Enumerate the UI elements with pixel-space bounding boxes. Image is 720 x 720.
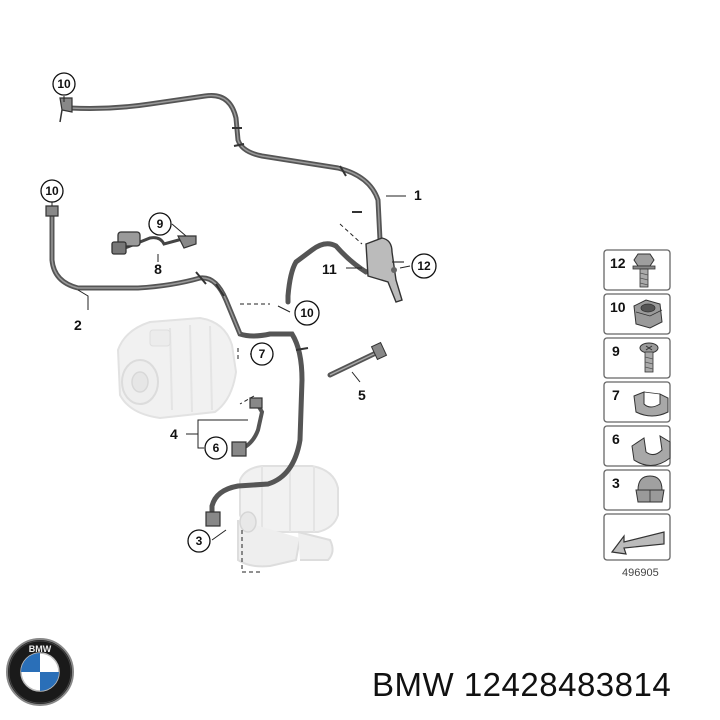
label-11: 11	[322, 261, 337, 277]
legend-item-7: 7	[603, 381, 671, 423]
legend-item-12: 12	[603, 249, 671, 291]
callout-10-mid: 10	[40, 179, 64, 203]
cable-2	[45, 205, 309, 527]
svg-text:3: 3	[612, 475, 620, 491]
cap-nut-icon	[635, 475, 665, 503]
svg-text:7: 7	[612, 387, 620, 403]
callout-10-top: 10	[52, 72, 76, 96]
svg-text:10: 10	[45, 184, 59, 198]
leader-lines	[51, 96, 411, 573]
svg-text:9: 9	[612, 343, 620, 359]
svg-text:BMW: BMW	[29, 644, 52, 654]
hex-nut-icon	[633, 299, 663, 329]
label-8: 8	[154, 261, 162, 277]
alternator-ghost	[116, 316, 238, 420]
bmw-logo: BMW	[6, 638, 74, 706]
brand-name: BMW	[372, 666, 455, 703]
callout-3: 3	[187, 529, 211, 553]
connector-8	[111, 231, 197, 255]
fastener-legend: 12 10 9	[603, 249, 671, 579]
callout-10-low: 10	[294, 300, 320, 326]
label-5: 5	[358, 387, 366, 403]
svg-text:10: 10	[57, 77, 71, 91]
bracket-11	[365, 237, 404, 303]
diagram-reference-number: 496905	[622, 567, 659, 579]
legend-item-9: 9	[603, 337, 671, 379]
footer-part-label: BMW 12428483814	[372, 666, 671, 704]
legend-item-3: 3	[603, 469, 671, 511]
callout-12: 12	[411, 253, 437, 279]
svg-text:10: 10	[610, 299, 626, 315]
svg-text:7: 7	[259, 347, 266, 361]
torx-screw-icon	[639, 342, 659, 373]
flange-bolt-icon	[632, 253, 656, 288]
clip-icon	[631, 435, 671, 466]
svg-text:12: 12	[417, 259, 431, 273]
label-4: 4	[170, 426, 178, 442]
svg-text:12: 12	[610, 255, 626, 271]
callout-7: 7	[250, 342, 274, 366]
pointer-arrow-icon	[610, 531, 665, 555]
svg-text:6: 6	[612, 431, 620, 447]
legend-arrow-box	[603, 513, 671, 561]
bolt-5	[327, 341, 388, 378]
svg-text:9: 9	[157, 217, 164, 231]
callout-9: 9	[148, 212, 172, 236]
callout-6: 6	[204, 436, 228, 460]
legend-item-10: 10	[603, 293, 671, 335]
label-2: 2	[74, 317, 82, 333]
clip-nut-icon	[633, 391, 669, 417]
label-1: 1	[414, 187, 422, 203]
svg-text:10: 10	[300, 306, 314, 320]
legend-item-6: 6	[603, 425, 671, 467]
starter-ghost	[237, 465, 339, 568]
svg-text:3: 3	[196, 534, 203, 548]
cable-4	[231, 397, 265, 457]
svg-text:6: 6	[213, 441, 220, 455]
part-number: 12428483814	[463, 666, 672, 703]
